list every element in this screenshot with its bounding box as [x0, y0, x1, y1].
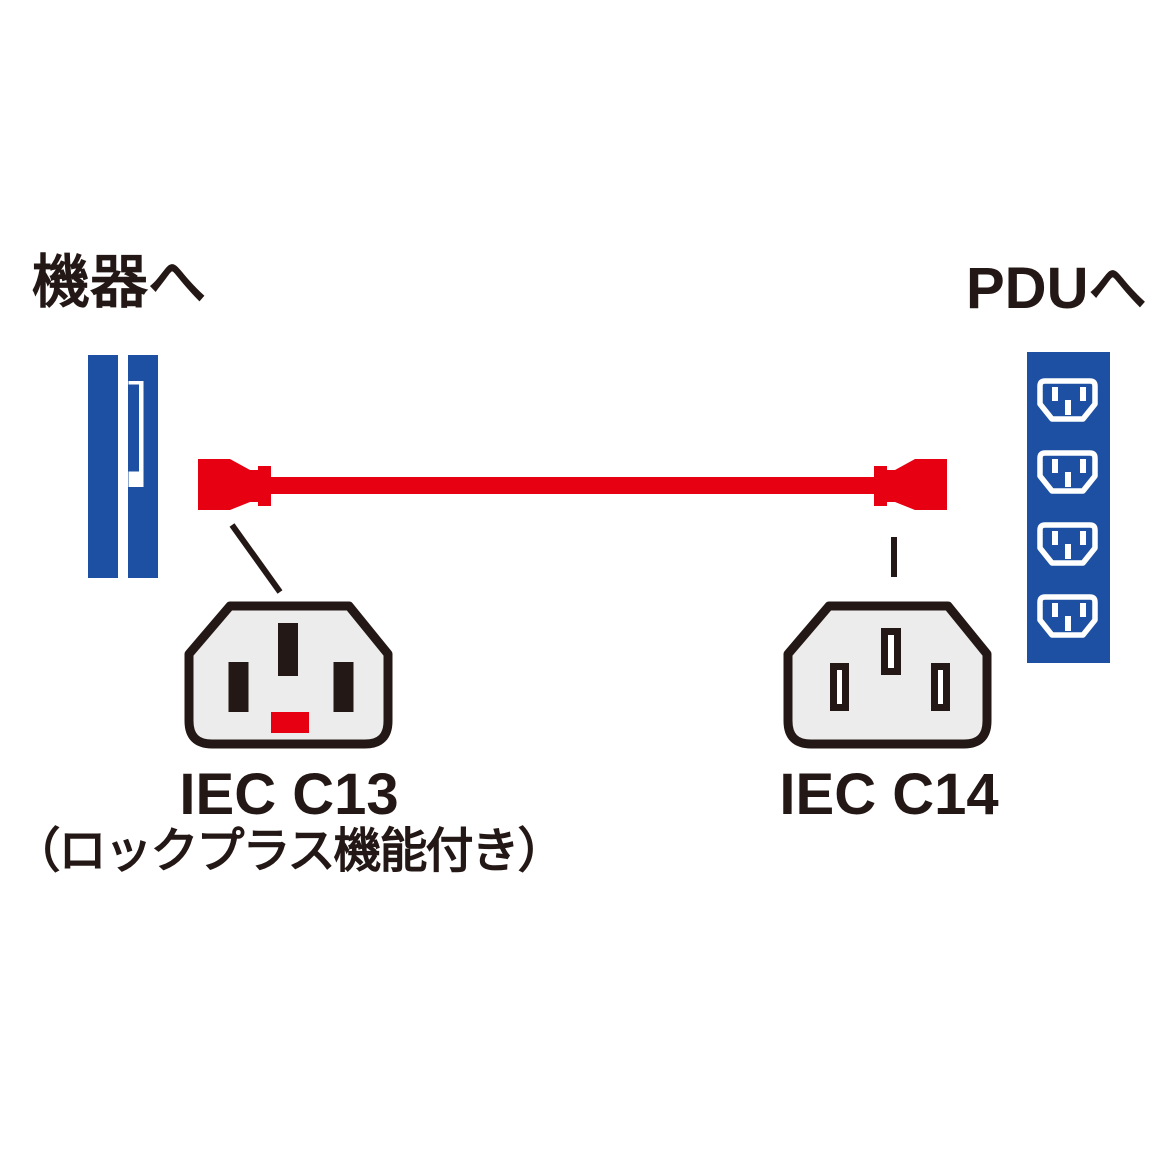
lock-indicator: [271, 712, 309, 733]
iec-c14-connector-icon: [783, 601, 992, 749]
c13-lock-feature-label: （ロックプラス機能付き）: [12, 825, 565, 878]
equipment-icon: [88, 355, 158, 578]
c13-leader-line: [229, 523, 283, 594]
pdu-label: PDUへ: [966, 256, 1147, 321]
power-cable-icon: [198, 459, 947, 510]
c14-label: IEC C14: [779, 762, 999, 827]
iec-c13-connector-icon: [184, 601, 393, 749]
equipment-label: 機器へ: [32, 250, 207, 315]
c13-label: IEC C13: [179, 762, 399, 827]
pdu-icon: [1027, 352, 1110, 663]
